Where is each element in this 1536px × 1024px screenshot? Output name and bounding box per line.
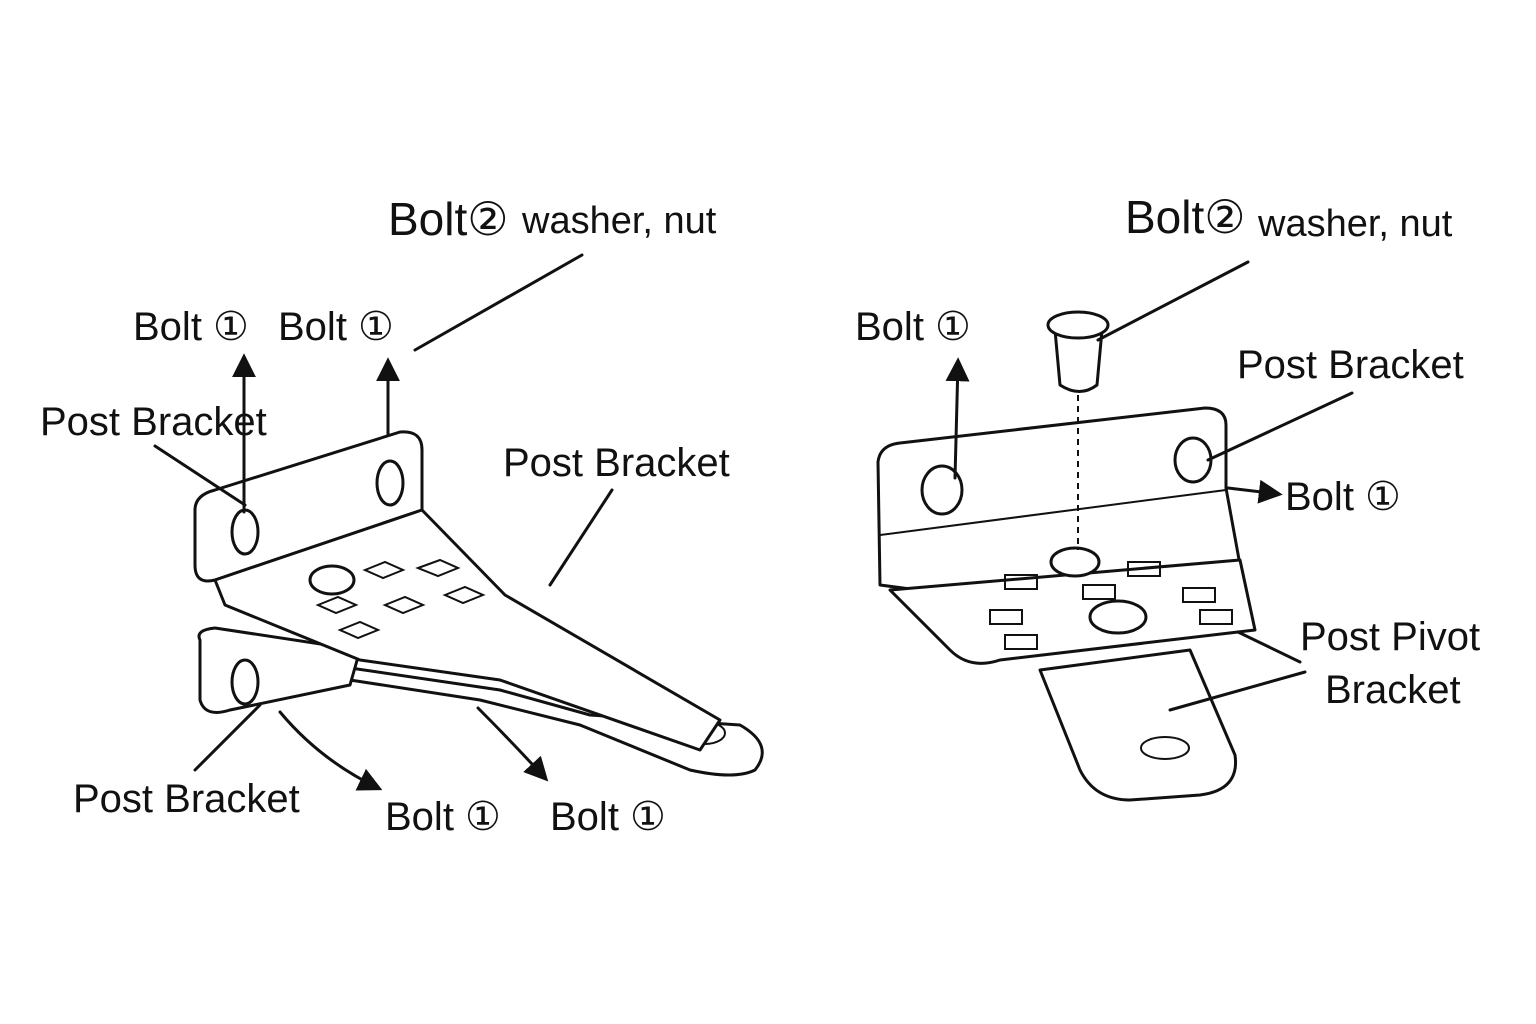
right-post-pivot-line2: Bracket [1325,668,1461,712]
left-post-bracket-lower: Post Bracket [73,777,300,821]
pivot-hole [1140,736,1190,760]
left-bolt1-bottom-a: Bolt ① [385,795,501,839]
right-bolt2-label: Bolt② [1125,191,1246,243]
left-bolt2-label: Bolt② [388,193,509,245]
left-bolt1-top-b: Bolt ① [278,305,394,349]
bolt-head [308,564,356,596]
right-bolt1-right: Bolt ① [1285,475,1401,519]
bolt2-head [1046,310,1110,340]
right-post-bracket: Post Bracket [1237,343,1464,387]
right-washer-nut-label: washer, nut [1257,203,1453,245]
pivot-arm [328,663,764,777]
post-bracket-plate [888,558,1257,665]
left-post-bracket-right: Post Bracket [503,441,730,485]
square-holes [989,561,1233,650]
slot-left [230,508,260,556]
right-post-pivot-line1: Post Pivot [1300,615,1480,659]
pivot-bracket-arm [1038,648,1238,802]
left-post-bracket-upper: Post Bracket [40,400,267,444]
left-bolt1-top-a: Bolt ① [133,305,249,349]
left-bracket-assembly [153,253,764,791]
bolt-hole-bottom [1088,599,1148,635]
bolt2-shank [1053,328,1104,393]
slot-right [1173,436,1213,484]
left-bolt1-bottom-b: Bolt ① [550,795,666,839]
slot-right [375,459,405,507]
lower-slot [230,658,260,706]
right-bolt1-left: Bolt ① [855,305,971,349]
right-bracket-assembly [876,260,1354,802]
left-washer-nut-label: washer, nut [521,200,717,242]
slot-left [920,464,964,516]
bolt-hole-top [1049,546,1101,578]
square-holes [315,558,486,640]
